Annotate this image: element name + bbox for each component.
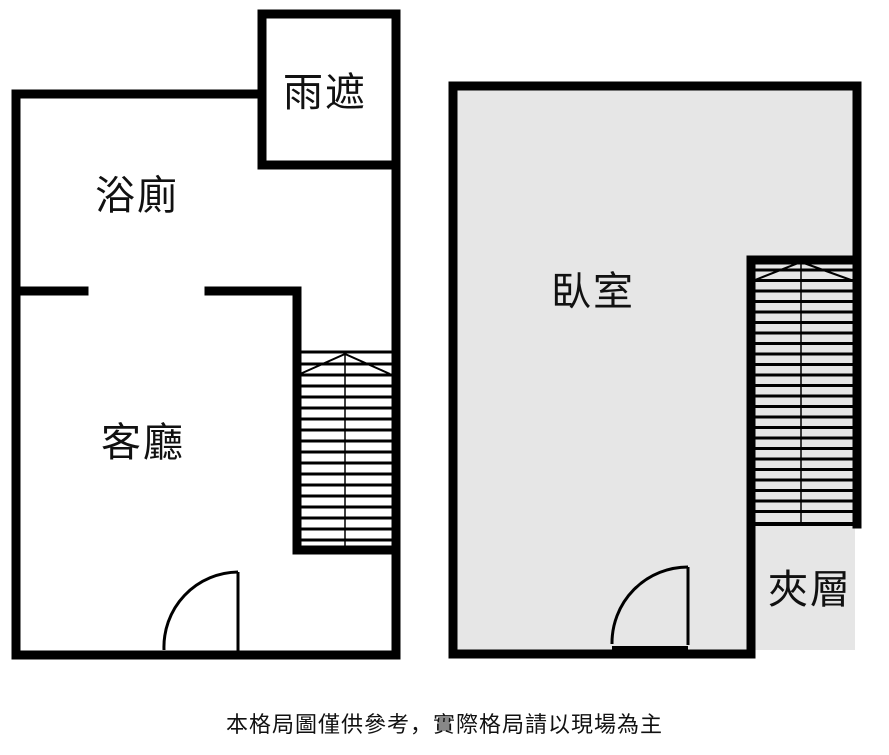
stair-arrow-head-upper bbox=[754, 260, 852, 281]
bedroom-floor bbox=[457, 90, 855, 650]
ground-floor-outer-wall bbox=[11, 89, 401, 660]
bedroom-door bbox=[610, 565, 690, 652]
bedroom-outer-wall bbox=[448, 81, 862, 659]
stair-arrow-head bbox=[299, 352, 391, 375]
canopy-wall bbox=[257, 9, 401, 170]
room-label-canopy: 雨遮 bbox=[283, 70, 367, 116]
room-label-bathroom: 浴廁 bbox=[95, 173, 179, 219]
room-label-living-room: 客廳 bbox=[101, 420, 185, 466]
room-label-mezzanine: 夾層 bbox=[768, 567, 852, 613]
ground-floor-staircase bbox=[299, 350, 392, 550]
disclaimer-text: 本格局圖僅供參考，實際格局請以現場為主 bbox=[225, 713, 663, 738]
upper-floor-walls bbox=[448, 81, 862, 659]
floor-plan bbox=[11, 9, 862, 660]
entrance-door bbox=[162, 570, 240, 651]
upper-floor-staircase bbox=[751, 260, 857, 526]
room-label-bedroom: 臥室 bbox=[551, 269, 635, 315]
ground-floor-walls bbox=[11, 9, 401, 660]
